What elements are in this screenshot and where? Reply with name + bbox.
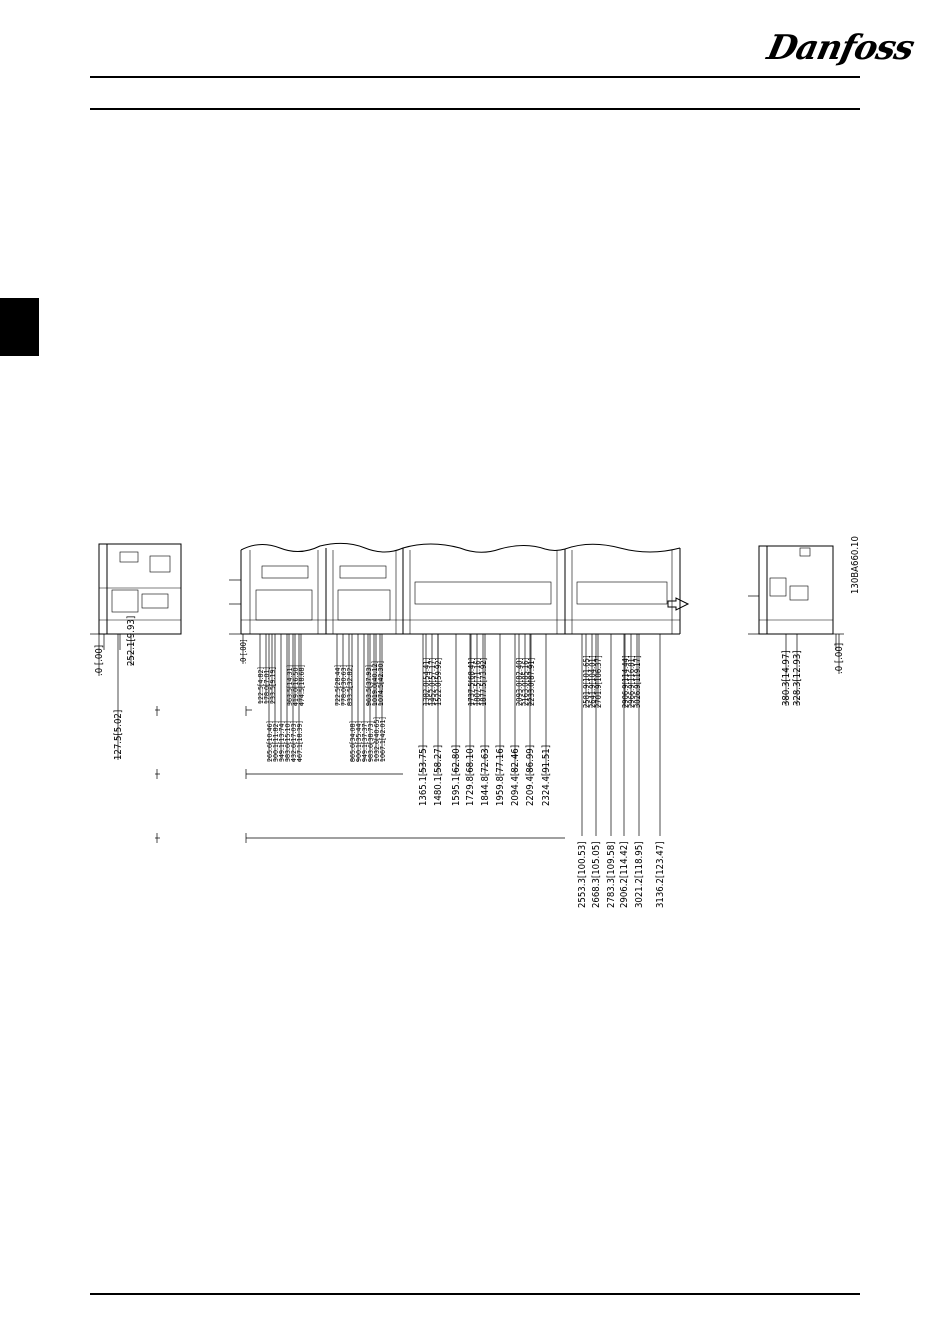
dim-label-d5: 3026.9[119.17] (633, 655, 642, 708)
dim-label-c16: 2209.4[86.99] (525, 745, 536, 806)
dim-label-a6: 474.5[18.68] (298, 665, 306, 706)
dim-label-c13: 1844.8[72.63] (480, 745, 491, 806)
dim-label-c1: 1452.0[57.17] (428, 657, 437, 706)
dim-label-a9: 349.1[13.74] (278, 721, 286, 762)
dim-label-a0: .0 [.00] (239, 639, 248, 664)
dim-label-c4: 1807.5[71.16] (473, 657, 482, 706)
dim-label-a7: 265.6[10.46] (266, 721, 274, 762)
dim-label-c5: 1877.5[73.92] (479, 657, 488, 706)
dim-label-sl1: 252.1[9.93] (126, 616, 137, 666)
chapter-tab (0, 298, 39, 356)
dim-label-d7: 2668.3[105.05] (591, 842, 602, 908)
dim-label-b10: 1032.6[40.65] (373, 717, 381, 762)
right-side-view (758, 545, 834, 635)
dim-label-sr1: 328.3[12.93] (792, 650, 803, 706)
dim-label-a3: 233.5[9.19] (269, 667, 277, 704)
dim-label-c11: 1595.1[62.80] (451, 745, 462, 806)
dim-label-c10: 1480.1[58.27] (433, 745, 444, 806)
dim-label-c0: 1382.0[54.41] (422, 657, 431, 706)
dim-label-a10: 383.6[15.10] (284, 721, 292, 762)
front-view-main (240, 542, 681, 635)
dim-label-c2: 1522.0[59.92] (434, 657, 443, 706)
dim-label-c8: 2233.0[87.91] (527, 657, 536, 706)
dim-label-b11: 1067.1[42.01] (379, 717, 387, 762)
left-side-view (98, 543, 182, 635)
dim-label-d11: 3136.2[123.47] (655, 842, 666, 908)
dim-label-d4: 2966.9[116.81] (627, 655, 636, 708)
dim-label-a2: 178.0[7.01] (263, 667, 271, 704)
dim-label-sr2: .0 [.00] (834, 643, 845, 674)
dim-label-b4: 1019.0[40.12] (371, 661, 379, 706)
dim-label-sr0: 380.3[14.97] (781, 650, 792, 706)
dim-label-c12: 1729.8[68.10] (465, 745, 476, 806)
dim-label-d0: 2581.9[101.65] (582, 655, 591, 708)
header-rule-top (90, 76, 860, 78)
dim-label-c7: 2163.0[85.16] (521, 657, 530, 706)
outline-shapes (98, 542, 834, 635)
dim-label-c9: 1365.1[53.75] (418, 745, 429, 806)
dimension-labels: .0 [.00] 252.1[9.93] 127.5[5.02] .0 [.00] 12… (94, 616, 845, 908)
dim-label-c14: 1959.8[77.16] (495, 745, 506, 806)
dim-label-a5: 419.0[16.50] (292, 665, 300, 706)
dim-label-b2: 833.5[32.82] (346, 665, 354, 706)
dim-label-d3: 2906.9[114.44] (621, 655, 630, 708)
dim-label-a12: 467.1[18.39] (296, 721, 304, 762)
direction-arrow-icon (667, 597, 690, 611)
dim-label-a4: 363.5[14.31] (286, 665, 294, 706)
dim-label-sl2: 127.5[5.02] (113, 710, 124, 760)
dim-label-a8: 300.1[11.82] (272, 721, 280, 762)
dimension-lines (90, 579, 844, 843)
dim-label-c3: 1737.5[68.41] (467, 657, 476, 706)
dim-label-b8: 949.1[37.37] (361, 721, 369, 762)
footer-rule (90, 1293, 860, 1295)
drawing-reference: 130BA660.10 (850, 536, 861, 594)
dim-label-a11: 432.6[17.03] (290, 721, 298, 762)
dim-label-d6: 2553.3[100.53] (577, 842, 588, 908)
dim-label-b7: 900.1[35.44] (355, 721, 363, 762)
dim-label-d1: 2641.9[104.01] (588, 655, 597, 708)
dim-label-b6: 865.6[34.08] (349, 721, 357, 762)
dim-label-b1: 778.0[30.63] (340, 665, 348, 706)
dim-label-d10: 3021.2[118.95] (634, 842, 645, 908)
dim-label-sl0: .0 [.00] (94, 645, 105, 676)
dim-label-b5: 1074.5[42.30] (377, 661, 385, 706)
dim-label-d2: 2701.9[106.37] (594, 655, 603, 708)
dim-label-c15: 2094.4[82.46] (510, 745, 521, 806)
dim-label-b3: 963.5[37.93] (365, 665, 373, 706)
dim-label-c17: 2324.4[91.51] (541, 745, 552, 806)
dim-label-d9: 2906.2[114.42] (619, 842, 630, 908)
dim-label-b0: 722.5[28.44] (334, 665, 342, 706)
dim-label-a1: 122.5[4.82] (257, 667, 265, 704)
dim-label-b9: 983.6[38.73] (367, 721, 375, 762)
header-rule-bottom (90, 108, 860, 110)
dim-label-c6: 2093.0[82.40] (515, 657, 524, 706)
dim-label-d8: 2783.3[109.58] (606, 842, 617, 908)
